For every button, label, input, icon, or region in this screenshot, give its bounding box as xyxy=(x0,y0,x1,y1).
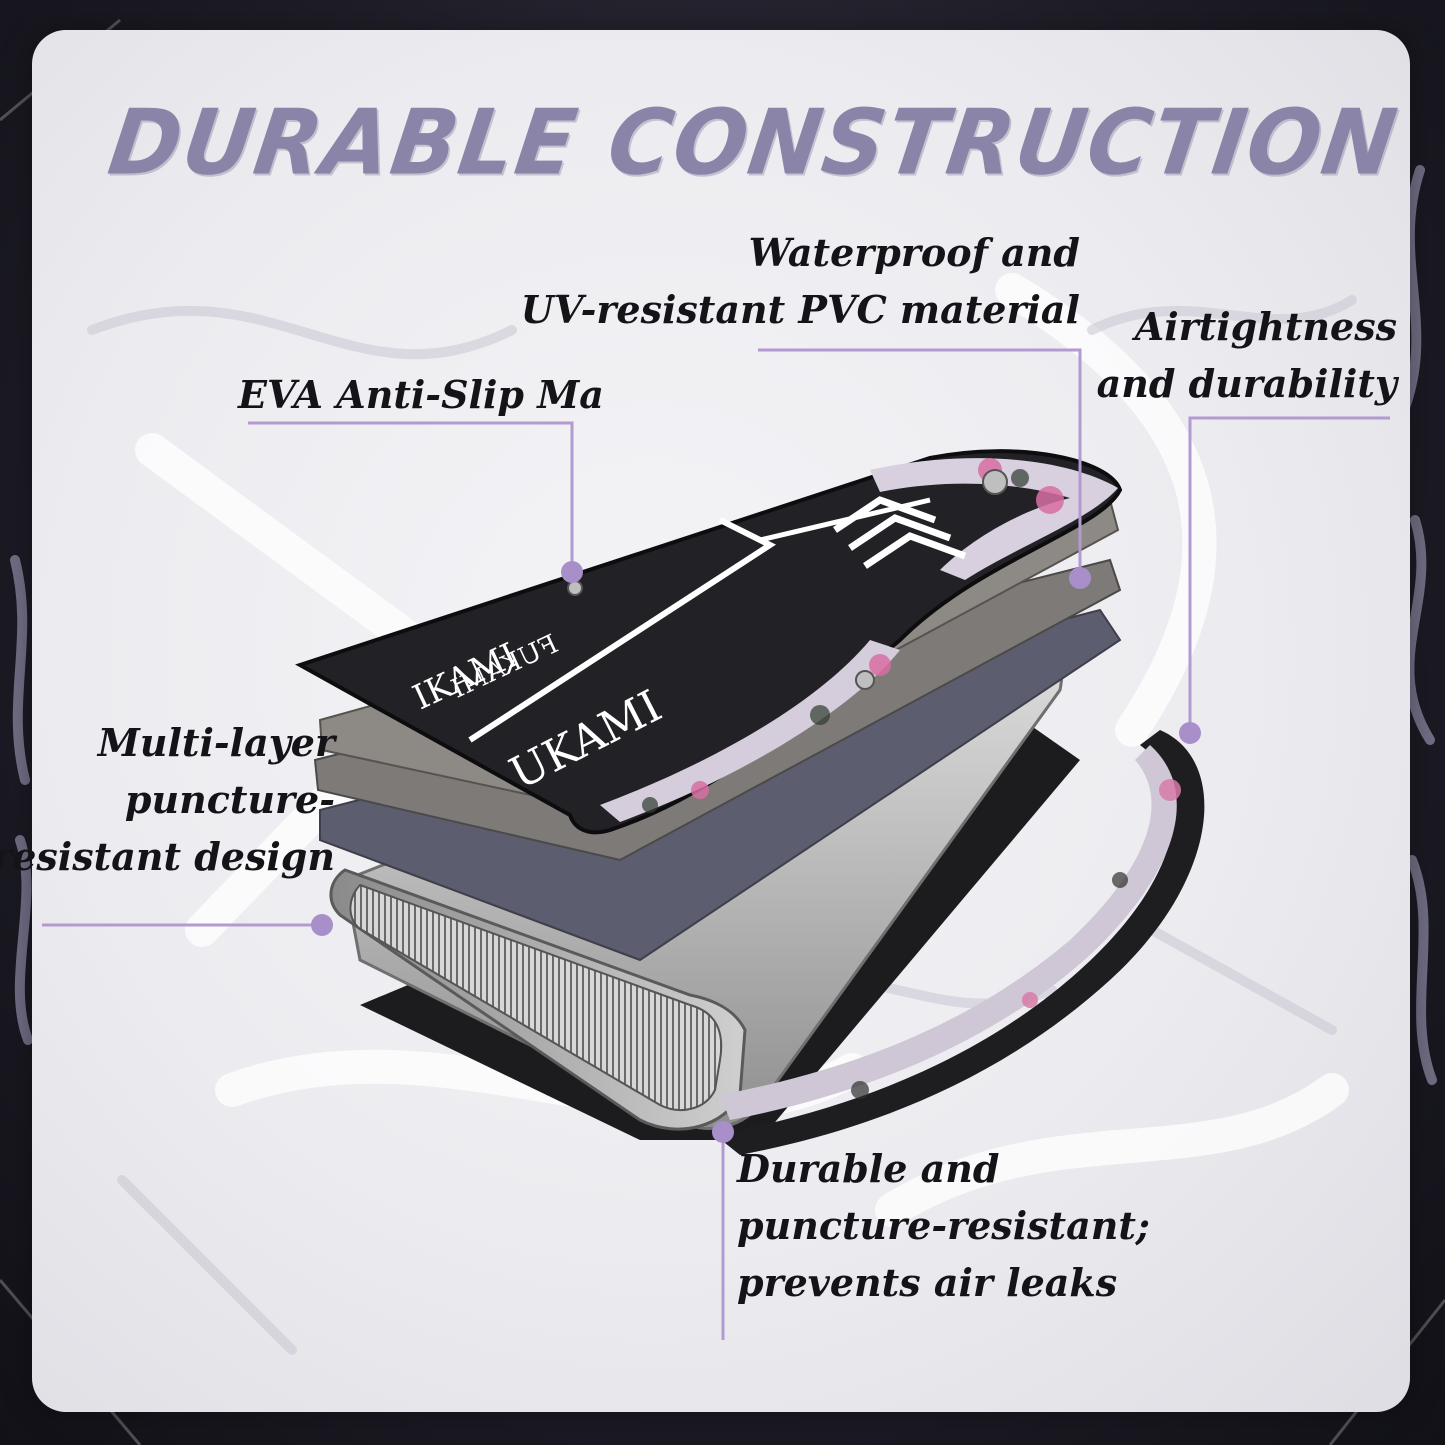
callout-multilayer-line-1: Multi-layer xyxy=(97,720,335,765)
callout-waterproof: Waterproof and UV-resistant PVC material xyxy=(521,224,1080,338)
callout-eva: EVA Anti-Slip Ma xyxy=(238,366,604,423)
leader-waterproof xyxy=(758,348,1082,578)
marker-waterproof xyxy=(1069,567,1091,589)
callout-multilayer: Multi-layer puncture- resistant design xyxy=(0,714,335,885)
callout-durable-line-1: Durable and xyxy=(737,1146,1000,1191)
callout-waterproof-line-1: Waterproof and xyxy=(748,230,1080,275)
callout-waterproof-line-2: UV-resistant PVC material xyxy=(520,287,1080,332)
marker-eva xyxy=(561,561,583,583)
eva-top-deck: IKAMI UKAMI FUKAMI xyxy=(295,449,1123,835)
leader-eva xyxy=(248,421,574,572)
callout-airtight-line-1: Airtightness xyxy=(1134,304,1397,349)
callout-multilayer-line-2: puncture- xyxy=(124,777,335,822)
callout-durable-line-2: puncture-resistant; xyxy=(737,1203,1150,1248)
side-rail-strip xyxy=(715,730,1205,1155)
callout-airtight-line-2: and durability xyxy=(1096,361,1397,406)
callout-multilayer-line-3: resistant design xyxy=(0,834,335,879)
leader-airtight xyxy=(1188,416,1390,733)
callout-airtight: Airtightness and durability xyxy=(1097,298,1397,412)
marker-durable xyxy=(712,1121,734,1143)
callout-durable-line-3: prevents air leaks xyxy=(737,1260,1118,1305)
marker-airtight xyxy=(1179,722,1201,744)
callout-eva-line-1: EVA Anti-Slip Ma xyxy=(238,372,604,417)
marker-multilayer xyxy=(311,914,333,936)
callout-durable: Durable and puncture-resistant; prevents… xyxy=(737,1140,1150,1311)
